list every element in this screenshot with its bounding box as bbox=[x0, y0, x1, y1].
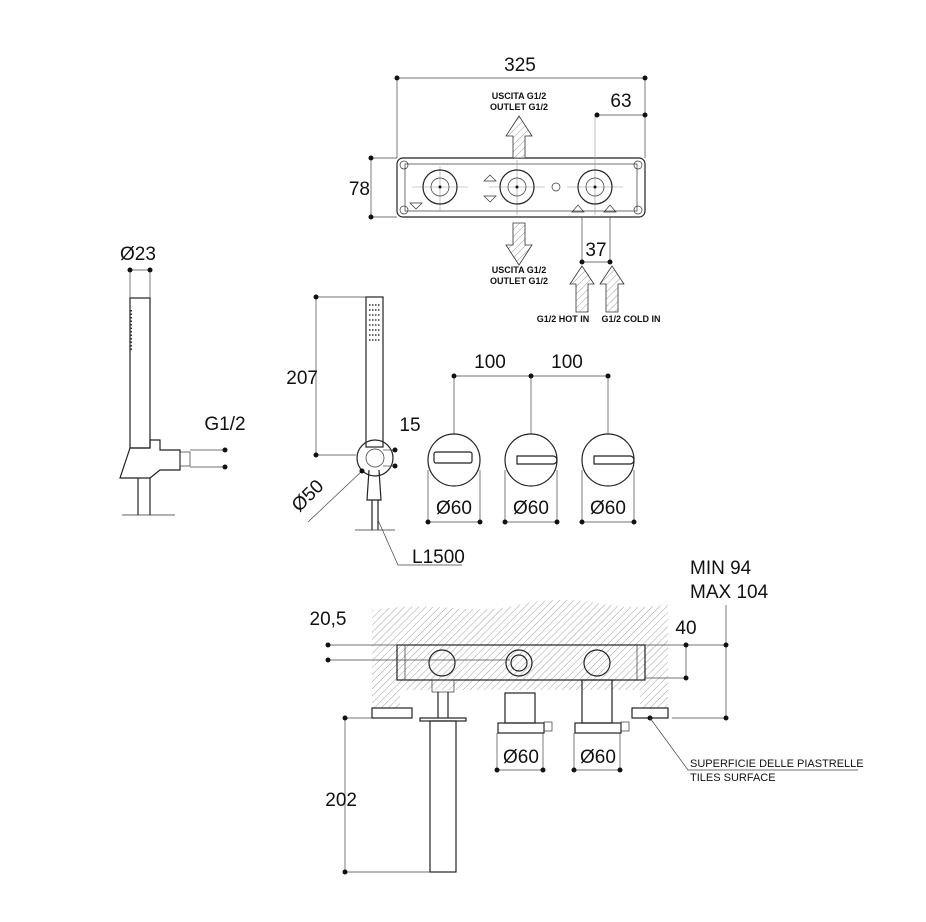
offset-dimension: 63 bbox=[610, 91, 631, 112]
valve-port bbox=[412, 166, 468, 212]
top-view: 325 63 78 USCITA G1/2 OUTLET G1/2 USCITA… bbox=[349, 55, 661, 324]
hot-inlet-label: G1/2 HOT IN bbox=[537, 314, 590, 324]
inlet-spacing-dimension: 37 bbox=[585, 240, 606, 261]
dimension-40: 40 bbox=[675, 618, 696, 639]
outlet-label-en: OUTLET G1/2 bbox=[490, 102, 548, 112]
outlet-down-arrow-icon bbox=[505, 222, 533, 266]
diameter-dimension: Ø23 bbox=[120, 244, 156, 265]
min-depth-label: MIN 94 bbox=[690, 558, 752, 579]
wall-hatch bbox=[372, 600, 668, 708]
diverter-knob: Ø60 bbox=[425, 433, 483, 525]
knob-diameter: Ø60 bbox=[590, 498, 626, 519]
bath-spout bbox=[429, 720, 457, 873]
max-depth-label: MAX 104 bbox=[690, 582, 769, 603]
spacing-dimension: 100 bbox=[551, 352, 583, 373]
height-dimension: 78 bbox=[349, 179, 370, 200]
wall-holder bbox=[119, 439, 181, 479]
front-view: 207 15 Ø50 L1500 100 100 Ø60 bbox=[286, 294, 637, 568]
outlet-label-en: OUTLET G1/2 bbox=[490, 276, 548, 286]
mixer-knob: Ø60 bbox=[502, 433, 560, 525]
dimension-20-5: 20,5 bbox=[310, 609, 347, 630]
mixer-knob: Ø60 bbox=[579, 433, 637, 525]
knob-diameter: Ø60 bbox=[513, 498, 549, 519]
valve-port bbox=[489, 160, 545, 215]
hot-inlet-arrow-icon bbox=[569, 265, 595, 313]
valve-body-section bbox=[396, 644, 646, 681]
outlet-label-it: USCITA G1/2 bbox=[492, 91, 547, 101]
knob-diameter: Ø60 bbox=[436, 498, 472, 519]
tile-flange bbox=[371, 707, 413, 719]
knob-diameter: Ø60 bbox=[503, 747, 539, 768]
valve-body-plate bbox=[396, 157, 646, 218]
spout-height-dimension: 202 bbox=[325, 790, 357, 811]
outlet-up-arrow-icon bbox=[505, 115, 533, 159]
holder-diameter-dimension: Ø50 bbox=[288, 476, 328, 516]
cold-inlet-arrow-icon bbox=[599, 265, 625, 313]
tiles-surface-label-it: SUPERFICIE DELLE PIASTRELLE bbox=[690, 758, 864, 770]
cold-inlet-label: G1/2 COLD IN bbox=[601, 314, 660, 324]
knob-diameter: Ø60 bbox=[580, 747, 616, 768]
valve-port bbox=[567, 115, 623, 215]
tiles-surface-label-en: TILES SURFACE bbox=[690, 772, 776, 784]
offset-dimension: 15 bbox=[399, 415, 420, 436]
width-dimension: 325 bbox=[504, 55, 536, 76]
shower-holder bbox=[356, 439, 394, 477]
hand-shower-front bbox=[365, 296, 384, 448]
shower-height-dimension: 207 bbox=[286, 368, 318, 389]
logo-icon bbox=[551, 182, 561, 192]
hand-shower-handle bbox=[129, 297, 151, 449]
side-view: Ø23 G1/2 bbox=[119, 244, 246, 516]
spacing-dimension: 100 bbox=[474, 352, 506, 373]
outlet-label-it: USCITA G1/2 bbox=[492, 265, 547, 275]
section-view: Ø60 Ø60 20,5 40 MIN 94 MAX 104 202 SUPER… bbox=[310, 558, 864, 875]
hose-length-label: L1500 bbox=[412, 547, 465, 568]
thread-dimension: G1/2 bbox=[204, 414, 245, 435]
